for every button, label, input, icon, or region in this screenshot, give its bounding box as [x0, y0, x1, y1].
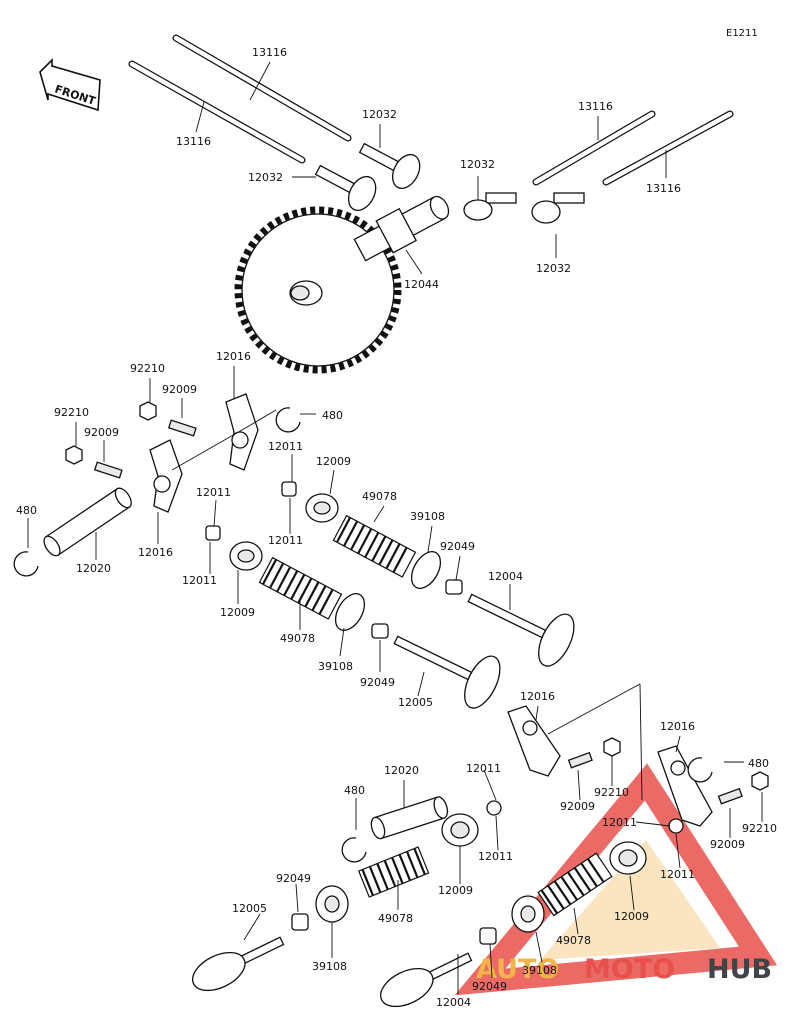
part-label: 12016: [216, 350, 251, 363]
part-label: 480: [344, 784, 365, 797]
part-label: 12011: [268, 534, 303, 547]
part-label: 12044: [404, 278, 439, 291]
camshaft-gear: [234, 195, 450, 374]
part-label: 39108: [318, 660, 353, 673]
part-label: 92049: [440, 540, 475, 553]
part-label: 92009: [162, 383, 197, 396]
part-label: 12005: [398, 696, 433, 709]
part-label: 12011: [466, 762, 501, 775]
part-label: 480: [16, 504, 37, 517]
part-label: 13116: [252, 46, 287, 59]
part-label: 13116: [578, 100, 613, 113]
part-label: 49078: [378, 912, 413, 925]
part-label: 12011: [602, 816, 637, 829]
left-rocker-assembly: [13, 393, 301, 577]
right-rocker-assembly: [486, 683, 769, 834]
part-label: 480: [748, 757, 769, 770]
part-label: 39108: [410, 510, 445, 523]
front-arrow-icon: FRONT: [39, 58, 101, 112]
part-label: 92049: [360, 676, 395, 689]
part-label: 12020: [76, 562, 111, 575]
part-label: 12011: [268, 440, 303, 453]
part-label: 12016: [660, 720, 695, 733]
part-label: 49078: [362, 490, 397, 503]
watermark-text-auto: AUTO: [476, 954, 559, 985]
part-label: 12011: [196, 486, 231, 499]
part-label: 12011: [182, 574, 217, 587]
upper-valve-assembly: [229, 493, 575, 709]
part-label: 12011: [478, 850, 513, 863]
part-label: 49078: [280, 632, 315, 645]
part-label: 12020: [384, 764, 419, 777]
lower-valve-assembly: [192, 796, 647, 1008]
part-label: 39108: [522, 964, 557, 977]
diagram-code: E1211: [726, 28, 758, 39]
leader-lines: [27, 61, 763, 994]
part-label: 12009: [220, 606, 255, 619]
part-label: 12004: [436, 996, 471, 1009]
part-label: 92009: [560, 800, 595, 813]
part-label: 92210: [130, 362, 165, 375]
watermark-text-moto: MOTO: [584, 954, 675, 985]
part-label: 12005: [232, 902, 267, 915]
part-label: 92049: [276, 872, 311, 885]
part-label: 92210: [594, 786, 629, 799]
push-rods: [128, 34, 734, 186]
part-label: 12032: [460, 158, 495, 171]
part-label: 92009: [710, 838, 745, 851]
part-label: 12016: [138, 546, 173, 559]
part-label: 92210: [742, 822, 777, 835]
part-labels: 13116 13116 12032 12032 13116 12032 1311…: [16, 46, 777, 1009]
part-label: 12009: [316, 455, 351, 468]
part-label: 13116: [646, 182, 681, 195]
part-label: 12004: [488, 570, 523, 583]
tappets: [314, 142, 585, 224]
part-label: 12032: [536, 262, 571, 275]
part-label: 92049: [472, 980, 507, 993]
part-label: 12009: [438, 884, 473, 897]
part-label: 12011: [660, 868, 695, 881]
part-label: 480: [322, 409, 343, 422]
watermark-text-hub: HUB: [707, 954, 772, 985]
part-label: 13116: [176, 135, 211, 148]
part-label: 12016: [520, 690, 555, 703]
part-label: 92009: [84, 426, 119, 439]
part-label: 12009: [614, 910, 649, 923]
part-label: 12032: [362, 108, 397, 121]
part-label: 49078: [556, 934, 591, 947]
watermark-logo: AUTO MOTO HUB: [454, 763, 778, 996]
part-label: 39108: [312, 960, 347, 973]
part-label: 12032: [248, 171, 283, 184]
part-label: 92210: [54, 406, 89, 419]
